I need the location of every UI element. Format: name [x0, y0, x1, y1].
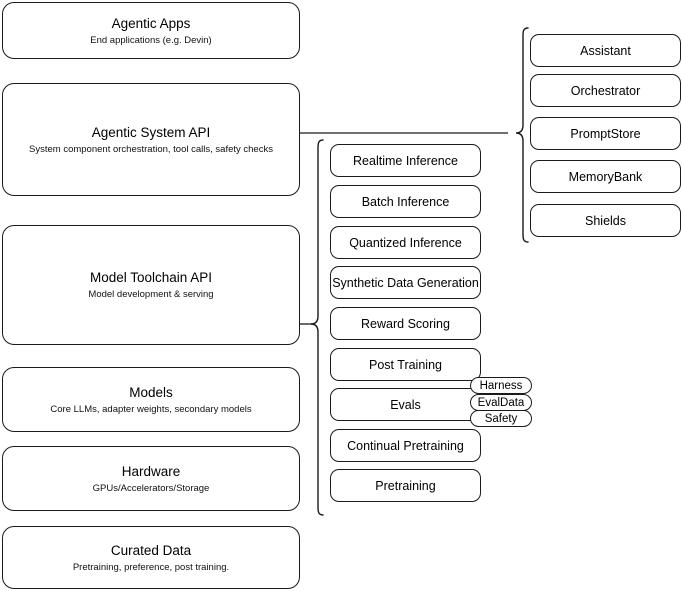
brace-middle-column [310, 139, 324, 516]
pill-harness[interactable]: Harness [470, 377, 532, 394]
layer-subtitle: End applications (e.g. Devin) [90, 34, 212, 46]
chip-quantized-inference[interactable]: Quantized Inference [330, 226, 481, 259]
layer-agentic-apps[interactable]: Agentic Apps End applications (e.g. Devi… [2, 2, 300, 59]
chip-label: Continual Pretraining [347, 438, 464, 453]
pill-label: EvalData [477, 396, 525, 409]
chip-label: Evals [390, 397, 421, 412]
layer-title: Agentic Apps [111, 15, 191, 31]
chip-label: Orchestrator [570, 83, 641, 98]
chip-promptstore[interactable]: PromptStore [530, 117, 681, 150]
layer-title: Model Toolchain API [89, 270, 213, 285]
pill-label: Harness [479, 379, 523, 392]
layer-title: Agentic System API [91, 124, 211, 140]
chip-label: Synthetic Data Generation [332, 275, 479, 290]
layer-agentic-system-api[interactable]: Agentic System API System component orch… [2, 83, 300, 196]
chip-label: Assistant [580, 43, 631, 58]
layer-subtitle: Model development & serving [88, 289, 214, 300]
chip-label: MemoryBank [568, 169, 643, 184]
chip-label: Reward Scoring [361, 316, 450, 331]
layer-title: Curated Data [110, 542, 192, 558]
pill-evaldata[interactable]: EvalData [470, 394, 532, 411]
chip-synthetic-data-generation[interactable]: Synthetic Data Generation [330, 266, 481, 299]
layer-model-toolchain-api[interactable]: Model Toolchain API Model development & … [2, 225, 300, 345]
chip-label: Quantized Inference [349, 235, 462, 250]
layer-title: Hardware [121, 463, 181, 479]
chip-assistant[interactable]: Assistant [530, 34, 681, 67]
chip-batch-inference[interactable]: Batch Inference [330, 185, 481, 218]
chip-label: Pretraining [375, 478, 436, 493]
pill-safety[interactable]: Safety [470, 410, 532, 427]
chip-orchestrator[interactable]: Orchestrator [530, 74, 681, 107]
chip-reward-scoring[interactable]: Reward Scoring [330, 307, 481, 340]
layer-hardware[interactable]: Hardware GPUs/Accelerators/Storage [2, 446, 300, 511]
chip-label: Shields [585, 213, 626, 228]
brace-right-column [515, 27, 529, 243]
chip-label: Batch Inference [361, 194, 450, 209]
chip-label: PromptStore [570, 126, 641, 141]
chip-memorybank[interactable]: MemoryBank [530, 160, 681, 193]
chip-shields[interactable]: Shields [530, 204, 681, 237]
chip-evals[interactable]: Evals [330, 388, 481, 421]
pill-label: Safety [484, 412, 518, 425]
layer-models[interactable]: Models Core LLMs, adapter weights, secon… [2, 367, 300, 432]
layer-subtitle: GPUs/Accelerators/Storage [92, 482, 210, 494]
chip-label: Realtime Inference [353, 153, 458, 168]
layer-subtitle: Core LLMs, adapter weights, secondary mo… [50, 403, 252, 415]
chip-label: Post Training [369, 357, 442, 372]
layer-title: Models [129, 384, 173, 400]
layer-curated-data[interactable]: Curated Data Pretraining, preference, po… [2, 526, 300, 589]
connector-model-toolchain-to-middle-column [300, 323, 312, 325]
chip-pretraining[interactable]: Pretraining [330, 469, 481, 502]
layer-subtitle: System component orchestration, tool cal… [29, 143, 273, 155]
chip-realtime-inference[interactable]: Realtime Inference [330, 144, 481, 177]
chip-continual-pretraining[interactable]: Continual Pretraining [330, 429, 481, 462]
layer-subtitle: Pretraining, preference, post training. [72, 561, 230, 573]
chip-post-training[interactable]: Post Training [330, 348, 481, 381]
